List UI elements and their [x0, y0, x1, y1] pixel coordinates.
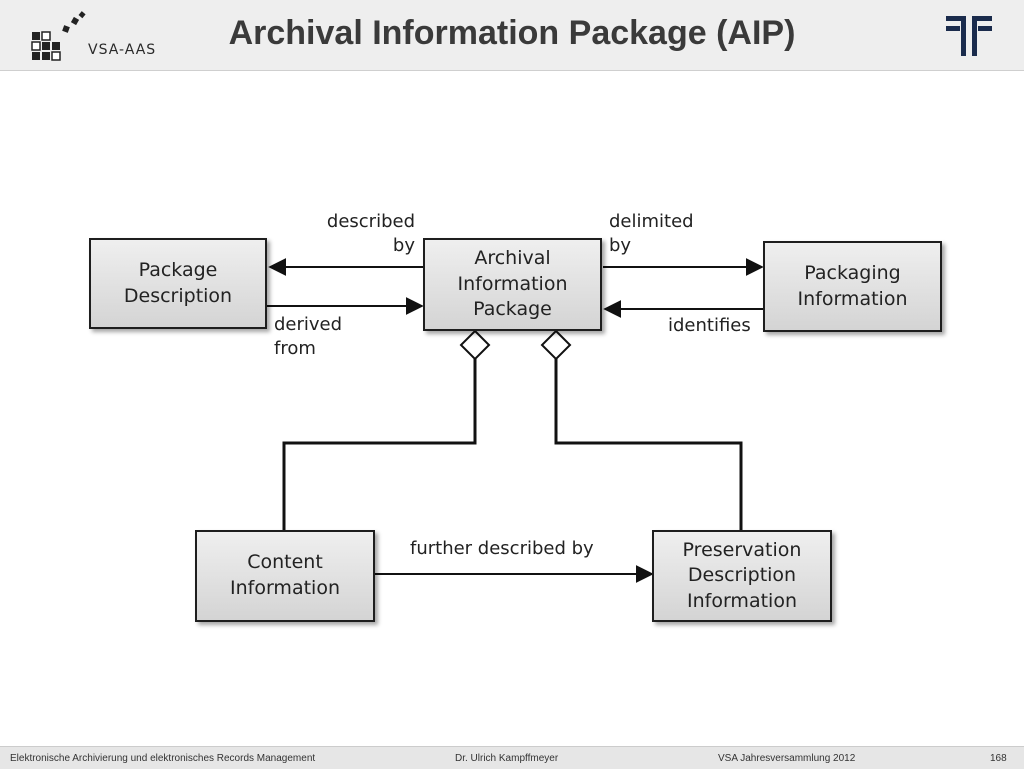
logo-text: VSA-AAS — [88, 42, 157, 58]
slide-footer: Elektronische Archivierung und elektroni… — [0, 746, 1024, 769]
preservation-description-label: Preservation Description Information — [682, 538, 802, 612]
archival-information-package-label: Archival Information Package — [457, 247, 568, 321]
derived-from-label: derived from — [274, 314, 343, 360]
content-information-box: Content Information — [195, 530, 375, 622]
aip-diagram: Package Description Archival Information… — [0, 70, 1024, 746]
aggregation-line-content — [282, 359, 477, 530]
aggregation-line-preservation — [554, 359, 743, 530]
package-description-label: Package Description — [123, 258, 233, 307]
aggregation-diamond-preservation — [540, 329, 572, 361]
further-described-by-label: further described by — [410, 538, 594, 559]
vsa-aas-logo-icon — [31, 11, 86, 61]
packaging-information-label: Packaging Information — [797, 261, 908, 310]
slide-header: VSA-AAS Archival Information Package (AI… — [0, 0, 1024, 71]
packaging-information-box: Packaging Information — [763, 241, 942, 332]
described-by-label: described by — [326, 211, 415, 257]
page-title: Archival Information Package (AIP) — [228, 14, 796, 52]
connector-lines — [267, 258, 765, 583]
archival-information-package-box: Archival Information Package — [423, 238, 602, 331]
delimited-by-label: delimited by — [609, 211, 694, 257]
package-description-box: Package Description — [89, 238, 267, 329]
content-information-label: Content Information — [230, 551, 340, 599]
footer-left-text: Elektronische Archivierung und elektroni… — [10, 753, 316, 764]
ff-logo-icon — [946, 16, 992, 56]
footer-event: VSA Jahresversammlung 2012 — [718, 753, 856, 764]
preservation-description-box: Preservation Description Information — [652, 530, 832, 622]
aggregation-diamond-content — [459, 329, 491, 361]
page-number: 168 — [990, 753, 1007, 764]
footer-author: Dr. Ulrich Kampffmeyer — [455, 753, 559, 764]
identifies-label: identifies — [668, 315, 751, 336]
